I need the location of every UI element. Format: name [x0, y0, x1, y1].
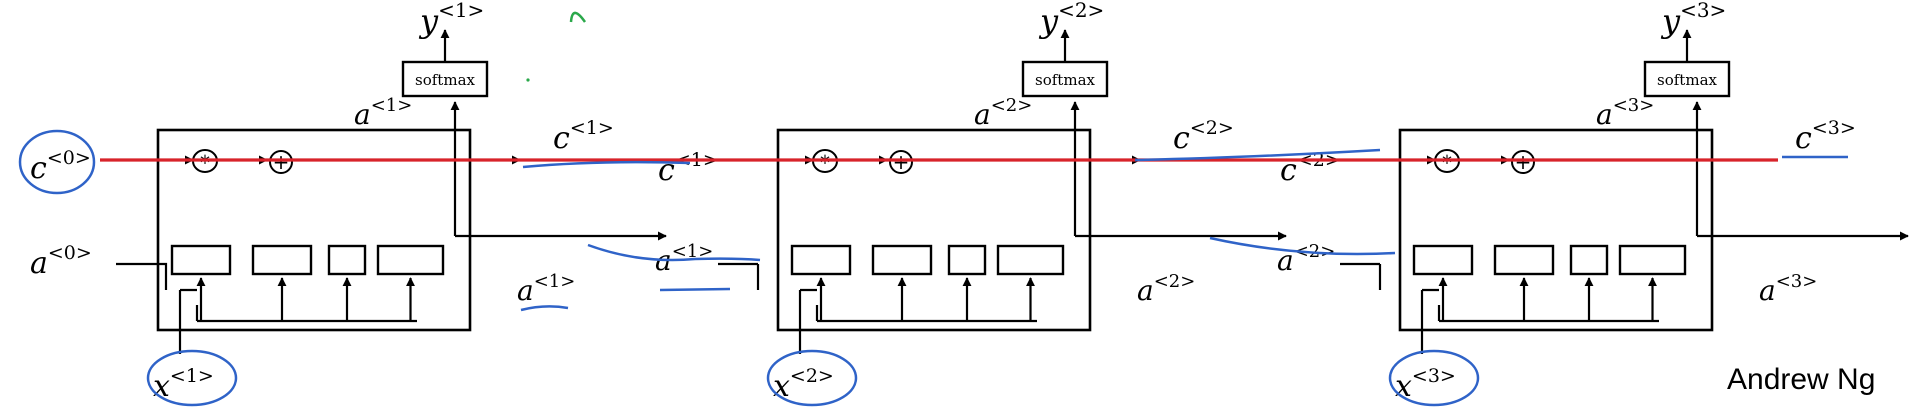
- blue-underline-a2: [1209, 236, 1396, 256]
- cell-box: [776, 128, 1092, 332]
- gate-box-4: [376, 244, 445, 276]
- a-top-label-2: a<2>: [974, 95, 1032, 131]
- softmax-label: softmax: [1657, 71, 1717, 89]
- blue-underline-c1: [522, 160, 691, 169]
- blue-underline-a1-mid: [587, 243, 761, 262]
- add-gate-icon: [889, 150, 913, 174]
- a-top-label-1: a<1>: [354, 95, 412, 131]
- multiply-gate-symbol: *: [1442, 151, 1452, 175]
- y-label-3: y<3>: [1660, 0, 1726, 40]
- gate-box-2: [1493, 244, 1555, 276]
- a0-input-line: [116, 262, 168, 290]
- author-credit: Andrew Ng: [1727, 363, 1875, 396]
- gate-box-4: [996, 244, 1065, 276]
- gate-box-1: [790, 244, 852, 276]
- green-pen-dot: [526, 78, 530, 82]
- a-out-label-1: a<1>: [517, 271, 575, 307]
- gate-box-3: [947, 244, 987, 276]
- c-in-label-2: c<1>: [658, 149, 719, 188]
- softmax-box: [1021, 60, 1109, 98]
- circled-c0-annotation: [18, 129, 96, 195]
- c-out-label-1: c<1>: [553, 117, 614, 156]
- gate-box-2: [871, 244, 933, 276]
- a-out-label-3: a<3>: [1759, 271, 1817, 307]
- softmax-label: softmax: [415, 71, 475, 89]
- green-pen-mark: [569, 11, 587, 23]
- cell-box: [1398, 128, 1714, 332]
- y-label-1: y<1>: [418, 0, 484, 40]
- gate-box-3: [327, 244, 367, 276]
- blue-underline-a1-low: [659, 287, 731, 292]
- softmax-box: [1643, 60, 1731, 98]
- initial-activation: a<0>: [30, 242, 168, 290]
- softmax-label: softmax: [1035, 71, 1095, 89]
- gate-box-3: [1569, 244, 1609, 276]
- svg-text:c<0>: c<0>: [30, 147, 91, 186]
- gate-box-1: [1412, 244, 1474, 276]
- gate-box-2: [251, 244, 313, 276]
- add-gate-icon: [269, 150, 293, 174]
- a-out-label-2: a<2>: [1137, 271, 1195, 307]
- blue-underline-c2: [1134, 148, 1381, 162]
- c-out-label-3: c<3>: [1795, 117, 1856, 156]
- multiply-gate-symbol: *: [200, 151, 210, 175]
- add-gate-symbol: +: [893, 150, 910, 174]
- initial-cell-state: c<0>: [18, 129, 96, 195]
- add-gate-symbol: +: [1515, 150, 1532, 174]
- cell-box: [156, 128, 472, 332]
- gate-box-4: [1618, 244, 1687, 276]
- multiply-gate-symbol: *: [820, 151, 830, 175]
- softmax-box: [401, 60, 489, 98]
- gate-box-1: [170, 244, 232, 276]
- circled-x-annotation: [146, 349, 238, 407]
- add-gate-icon: [1511, 150, 1535, 174]
- blue-underline-a1-left: [520, 305, 569, 312]
- a-in-label-3: a<2>: [1277, 241, 1335, 277]
- a-top-label-3: a<3>: [1596, 95, 1654, 131]
- circled-x-annotation: [766, 349, 858, 407]
- add-gate-symbol: +: [273, 150, 290, 174]
- y-label-2: y<2>: [1038, 0, 1104, 40]
- lstm-cell-1: * + x<1> softmax y<1> a<1> c<1> a<1>: [108, 0, 667, 407]
- circled-x-annotation: [1388, 349, 1480, 407]
- x-label-1: x<1>: [153, 365, 214, 404]
- svg-text:a<0>: a<0>: [30, 242, 92, 281]
- c-out-label-2: c<2>: [1173, 117, 1234, 156]
